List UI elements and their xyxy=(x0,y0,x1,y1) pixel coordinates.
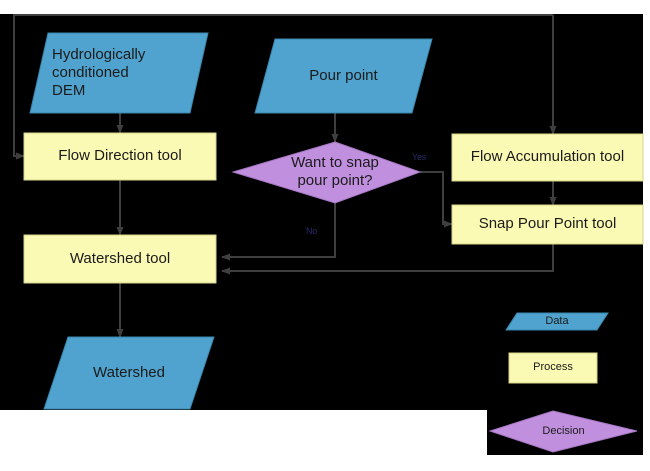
legend-data-shape xyxy=(505,312,609,331)
node-hydro-dem-shape[interactable] xyxy=(29,32,209,114)
edge-label-no: No xyxy=(306,226,318,236)
node-snap-pour-point-shape[interactable] xyxy=(451,204,644,245)
node-watershed-tool-shape[interactable] xyxy=(23,234,217,284)
node-hydro-dem[interactable] xyxy=(30,33,208,113)
node-snap-pour-point[interactable] xyxy=(452,205,643,244)
connector-decision-yes-to-snap xyxy=(420,171,453,228)
node-pour-point-shape[interactable] xyxy=(254,38,433,114)
node-want-to-snap-shape[interactable] xyxy=(231,141,422,204)
node-flow-direction[interactable] xyxy=(24,133,216,180)
connector-snap-to-watershed-tool xyxy=(221,244,554,275)
connector-top-rail xyxy=(13,14,553,160)
node-pour-point[interactable] xyxy=(255,39,432,113)
legend-process-shape xyxy=(508,352,598,384)
node-watershed-tool[interactable] xyxy=(24,235,216,283)
node-watershed-shape[interactable] xyxy=(43,336,215,410)
edge-label-yes: Yes xyxy=(412,152,427,162)
node-flow-accumulation[interactable] xyxy=(452,134,643,181)
node-flow-accumulation-shape[interactable] xyxy=(451,133,644,182)
legend-decision-shape xyxy=(488,410,638,453)
node-watershed[interactable] xyxy=(44,337,214,409)
connector-decision-no-to-watershed-tool xyxy=(221,203,336,261)
node-want-to-snap[interactable] xyxy=(233,142,420,203)
node-flow-direction-shape[interactable] xyxy=(23,132,217,181)
